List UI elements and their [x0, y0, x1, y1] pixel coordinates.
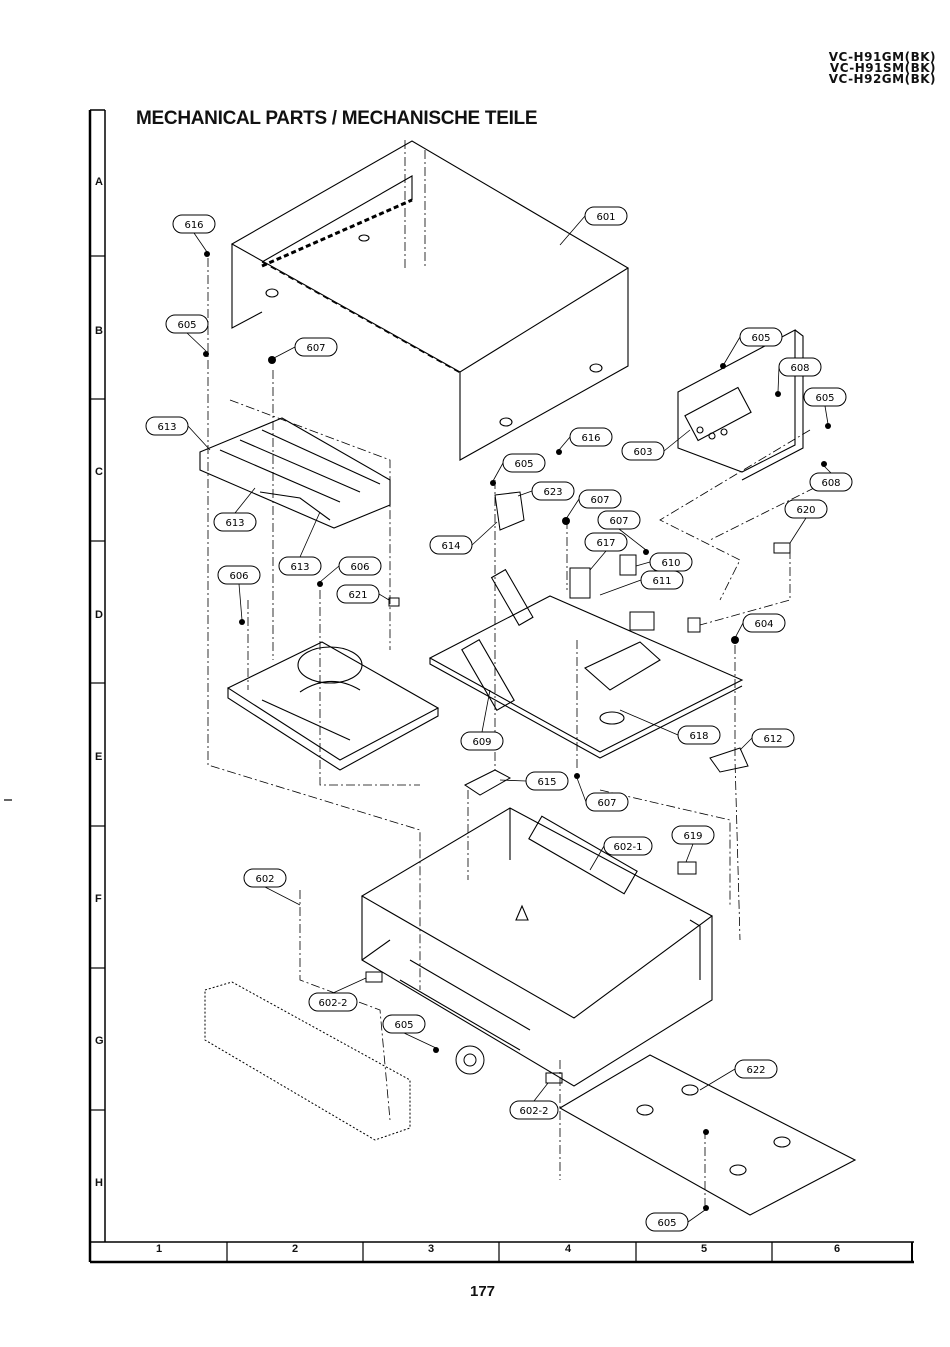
svg-text:605: 605	[815, 393, 834, 404]
svg-text:605: 605	[177, 320, 196, 331]
top-cover-601	[232, 141, 628, 460]
svg-text:606: 606	[229, 571, 248, 582]
part-callout: 618	[678, 726, 720, 744]
part-callout: 608	[779, 358, 821, 376]
svg-text:602-2: 602-2	[519, 1106, 548, 1117]
svg-text:608: 608	[790, 363, 809, 374]
part-callout: 622	[735, 1060, 777, 1078]
svg-text:607: 607	[590, 495, 609, 506]
part-callout: 617	[585, 533, 627, 551]
part-callout: 614	[430, 536, 472, 554]
svg-text:610: 610	[661, 558, 680, 569]
svg-text:607: 607	[306, 343, 325, 354]
part-callout: 616	[173, 215, 215, 233]
part-callout: 608	[810, 473, 852, 491]
part-callout: 606	[339, 557, 381, 575]
svg-text:601: 601	[596, 212, 615, 223]
part-callout: 604	[743, 614, 785, 632]
part-callout: 602	[244, 869, 286, 887]
svg-text:619: 619	[683, 831, 702, 842]
svg-text:605: 605	[394, 1020, 413, 1031]
mechanism-chassis	[228, 642, 438, 770]
svg-text:609: 609	[472, 737, 491, 748]
part-callout: 615	[526, 772, 568, 790]
drawing-frame	[4, 110, 914, 1262]
part-callout: 610	[650, 553, 692, 571]
svg-text:620: 620	[796, 505, 815, 516]
svg-text:613: 613	[225, 518, 244, 529]
svg-text:614: 614	[441, 541, 460, 552]
svg-text:612: 612	[763, 734, 782, 745]
part-callout: 605	[383, 1015, 425, 1033]
part-callout: 613	[279, 557, 321, 575]
small-parts	[366, 492, 790, 1083]
svg-text:605: 605	[657, 1218, 676, 1229]
front-panel-outline	[205, 982, 410, 1140]
svg-text:618: 618	[689, 731, 708, 742]
part-callout: 607	[579, 490, 621, 508]
part-callout: 603	[622, 442, 664, 460]
svg-text:617: 617	[596, 538, 615, 549]
svg-text:606: 606	[350, 562, 369, 573]
svg-text:611: 611	[652, 576, 671, 587]
svg-text:622: 622	[746, 1065, 765, 1076]
part-callout: 602-1	[604, 837, 652, 855]
part-callout: 605	[804, 388, 846, 406]
svg-text:604: 604	[754, 619, 773, 630]
svg-text:605: 605	[751, 333, 770, 344]
svg-text:607: 607	[597, 798, 616, 809]
part-callout: 612	[752, 729, 794, 747]
part-callout: 602-2	[510, 1101, 558, 1119]
part-callout: 613	[214, 513, 256, 531]
part-callout: 602-2	[309, 993, 357, 1011]
part-callout: 605	[646, 1213, 688, 1231]
part-callout: 621	[337, 585, 379, 603]
part-callout: 616	[570, 428, 612, 446]
cassette-holder-613	[200, 418, 390, 528]
part-callout: 607	[586, 793, 628, 811]
part-callout: 601	[585, 207, 627, 225]
svg-text:623: 623	[543, 487, 562, 498]
svg-text:616: 616	[184, 220, 203, 231]
callout-leaders	[187, 216, 831, 1222]
part-callout: 607	[598, 511, 640, 529]
svg-text:608: 608	[821, 478, 840, 489]
svg-text:621: 621	[348, 590, 367, 601]
svg-text:613: 613	[157, 422, 176, 433]
svg-text:616: 616	[581, 433, 600, 444]
part-callout: 607	[295, 338, 337, 356]
page-number: 177	[470, 1283, 495, 1300]
svg-text:605: 605	[514, 459, 533, 470]
part-callout: 605	[503, 454, 545, 472]
svg-text:602: 602	[255, 874, 274, 885]
part-callout: 619	[672, 826, 714, 844]
part-callout: 605	[740, 328, 782, 346]
svg-text:602-2: 602-2	[318, 998, 347, 1009]
svg-text:615: 615	[537, 777, 556, 788]
part-callout: 613	[146, 417, 188, 435]
part-callout: 611	[641, 571, 683, 589]
part-callout: 620	[785, 500, 827, 518]
svg-text:603: 603	[633, 447, 652, 458]
part-callout: 605	[166, 315, 208, 333]
bottom-plate-622	[560, 1055, 855, 1215]
svg-text:613: 613	[290, 562, 309, 573]
bottom-chassis-602	[362, 808, 712, 1086]
part-callout: 623	[532, 482, 574, 500]
part-callout: 609	[461, 732, 503, 750]
svg-text:602-1: 602-1	[613, 842, 642, 853]
part-callout: 606	[218, 566, 260, 584]
front-bracket-603	[678, 330, 803, 480]
svg-text:607: 607	[609, 516, 628, 527]
